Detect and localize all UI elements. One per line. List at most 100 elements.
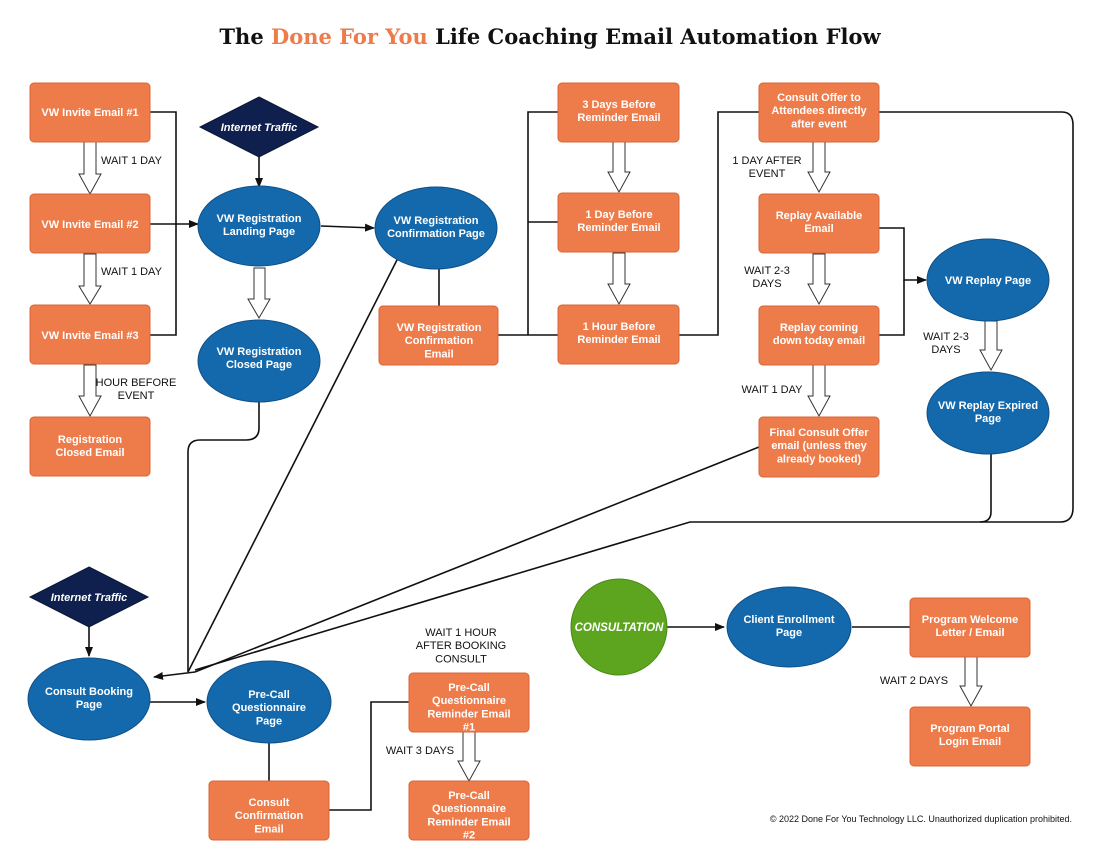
node-traffic-bottom-label: Internet Traffic xyxy=(51,592,128,604)
wait-arrows xyxy=(78,141,1003,783)
edge-landing-confirmpage xyxy=(320,223,375,232)
wait-arrow-replay-page xyxy=(979,320,1003,372)
diagram-title: The Done For You Life Coaching Email Aut… xyxy=(0,24,1100,49)
node-invite2: VW Invite Email #2 xyxy=(29,193,151,254)
wait-arrow-day-after xyxy=(807,141,831,194)
edge-replay-expired-booking xyxy=(979,454,992,523)
node-invite3: VW Invite Email #3 xyxy=(29,304,151,365)
edge-confirmemail-reminders xyxy=(498,111,558,336)
wait-arrow-replay-available xyxy=(807,253,831,306)
wait-arrow-invite-2-3 xyxy=(78,253,102,305)
connectors xyxy=(85,111,1074,811)
edge-confirmpage-booking xyxy=(187,255,400,673)
node-traffic-bottom: Internet Traffic xyxy=(28,566,150,628)
node-replay-page: VW Replay Page xyxy=(926,238,1050,322)
edge-finalconsult-booking xyxy=(194,446,760,673)
edge-replay-available-page xyxy=(879,227,927,284)
node-invite2-label: VW Invite Email #2 xyxy=(41,219,138,231)
node-traffic-top-label: Internet Traffic xyxy=(221,122,298,134)
wait-label-1-day-b: WAIT 1 DAY xyxy=(742,384,804,396)
title-prefix: The xyxy=(219,24,264,49)
wait-arrow-3d-1d xyxy=(607,141,631,194)
wait-label-3-days: WAIT 3 DAYS xyxy=(386,745,454,757)
edge-into-booking xyxy=(153,671,196,680)
node-consultation-label: CONSULTATION xyxy=(575,622,664,634)
edge-invite1-landing xyxy=(150,111,177,224)
wait-arrow-hour-before xyxy=(78,364,102,418)
edge-confirmemail-precallreminder xyxy=(329,701,409,811)
wait-arrow-landing-closed xyxy=(247,267,271,319)
title-highlight: Done For You xyxy=(271,24,428,49)
wait-label-2-days: WAIT 2 DAYS xyxy=(880,675,948,687)
edge-1h-consultoffer xyxy=(679,111,759,336)
node-replay-page-label: VW Replay Page xyxy=(945,275,1031,287)
title-suffix: Life Coaching Email Automation Flow xyxy=(435,24,881,49)
wait-arrow-welcome-portal xyxy=(959,656,983,708)
edge-replay-coming-page xyxy=(879,280,905,336)
node-consultation: CONSULTATION xyxy=(570,578,668,676)
wait-label-invite-2-3: WAIT 1 DAY xyxy=(101,266,163,278)
wait-arrow-precall-reminders xyxy=(457,731,481,783)
edge-closed-booking xyxy=(187,402,260,672)
edge-invite3-landing xyxy=(150,224,177,336)
copyright-notice: © 2022 Done For You Technology LLC. Unau… xyxy=(769,814,1072,824)
node-traffic-top: Internet Traffic xyxy=(198,96,320,158)
wait-arrow-1d-1h xyxy=(607,252,631,306)
node-invite1: VW Invite Email #1 xyxy=(29,82,151,143)
node-invite1-label: VW Invite Email #1 xyxy=(41,107,138,119)
wait-arrow-invite-1-2 xyxy=(78,141,102,196)
wait-arrow-replay-coming xyxy=(807,364,831,418)
wait-label-invite-1-2: WAIT 1 DAY xyxy=(101,155,163,167)
node-invite3-label: VW Invite Email #3 xyxy=(41,330,138,342)
